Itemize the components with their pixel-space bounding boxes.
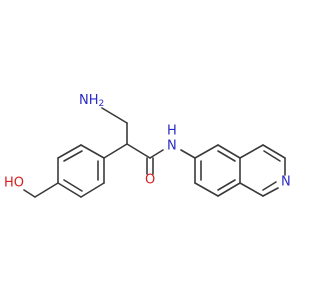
bond [239,144,264,159]
bond [80,144,105,159]
bond [63,150,83,162]
bond [126,143,151,159]
carbonyl-o-label: O [145,173,155,188]
bond [180,149,196,159]
ring-n-label: N [281,175,291,190]
amide-h-label: H [167,124,177,139]
bond [101,107,128,124]
atom-labels: NH2 N H O HO N [4,93,291,191]
bond [194,144,219,159]
bond [80,182,105,198]
bond [57,182,82,198]
bond [263,150,281,162]
bond [57,144,82,159]
bond [23,189,36,198]
amine-label: NH2 [79,93,104,110]
bonds [23,107,286,198]
bond [262,144,286,159]
bond [63,179,83,192]
bond [149,149,164,159]
amide-n-label: N [167,139,177,154]
molecule-structure: NH2 N H O HO N [4,93,291,198]
bond [34,182,59,198]
bond [217,182,241,197]
bond [217,144,241,159]
bond [217,179,236,191]
bond [194,182,219,197]
bond [217,150,236,162]
bond [239,182,264,197]
bond [262,181,277,191]
bond [262,187,279,197]
bond [103,143,128,159]
hydroxyl-label: HO [4,176,24,191]
